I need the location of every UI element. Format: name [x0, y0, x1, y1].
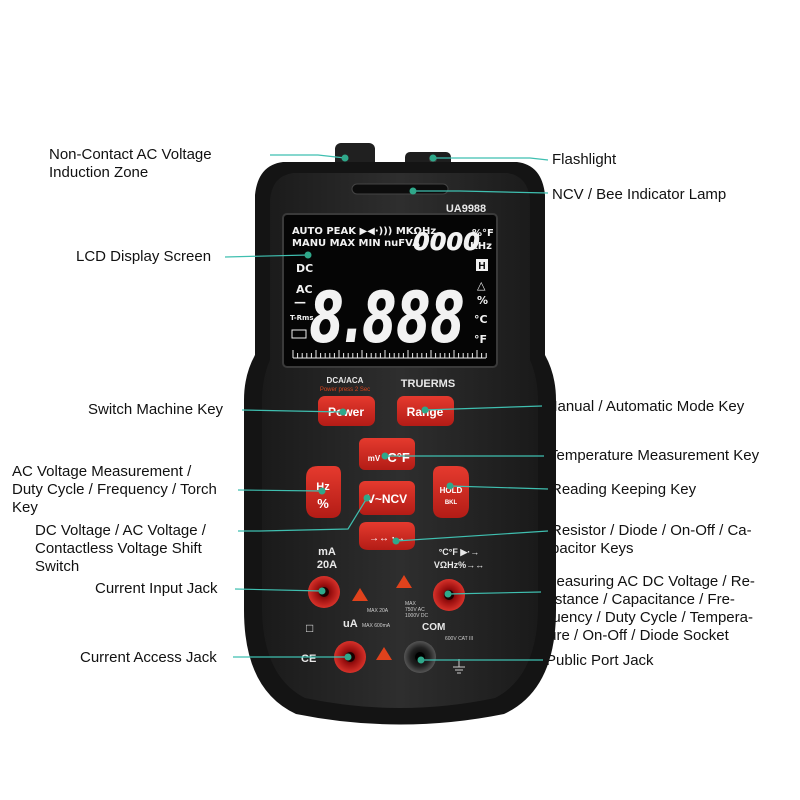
ncv-indicator-lamp [351, 183, 449, 195]
fuse-label-600ma: MAX 600mA [362, 623, 391, 629]
lcd-units-top: %°F [472, 228, 494, 239]
callout-lines [224, 154, 549, 661]
hold-button-sub: BKL [445, 500, 458, 506]
square-mark: □ [306, 621, 313, 635]
lcd-main-digits: 8.888 [310, 277, 465, 359]
lcd-celsius: °C [474, 313, 488, 326]
jack-ma-label: mA [318, 546, 336, 558]
jack-volt-top-label: °C°F ▶·→ [439, 547, 480, 557]
jack-20a-label: 20A [317, 559, 337, 571]
fuse-label-20a: MAX 20A [367, 608, 389, 614]
lcd-top-row-1: AUTO PEAK ▶◀·))) MKΩHz [292, 226, 436, 237]
temperature-button-main: °C°F [382, 450, 410, 465]
lcd-small-digits: 0000 [413, 228, 480, 256]
lcd-minus: — [294, 295, 306, 309]
warning-icon [396, 575, 412, 588]
callout-dots [304, 154, 454, 664]
label-current-input: Current Input Jack [95, 580, 218, 597]
ncv-button-label: V~NCV [367, 492, 407, 506]
label-lcd: LCD Display Screen [76, 248, 212, 265]
lcd-trms: T-Rms [290, 314, 314, 322]
lcd-screen [282, 213, 498, 368]
warning-icon [352, 588, 368, 601]
lcd-hold-box [476, 259, 488, 271]
dca-aca-label: DCA/ACA [327, 376, 364, 385]
label-dc-ac-shift: DC Voltage / AC Voltage / Contactless Vo… [35, 522, 206, 575]
jack-ua-label: uA [343, 618, 358, 630]
ncv-button[interactable]: V~NCV [359, 481, 415, 515]
label-ac-voltage: AC Voltage Measurement / Duty Cycle / Fr… [12, 463, 217, 516]
brand-label: TRUERMS [401, 378, 455, 390]
lcd-hold-h: H [478, 261, 485, 272]
label-manual-auto: Manual / Automatic Mode Key [545, 398, 745, 415]
battery-icon [291, 329, 307, 339]
ground-icon [453, 659, 465, 674]
label-switch-key: Switch Machine Key [88, 401, 224, 418]
cat-rating-label: 600V CAT III [445, 636, 473, 642]
warning-icon [376, 647, 392, 660]
temperature-button-top: mV [368, 454, 381, 463]
jack-com-label: COM [422, 622, 445, 633]
label-ncv-zone: Non-Contact AC Voltage Induction Zone [49, 146, 212, 181]
power-sub-label: Power press 2 Sec [320, 387, 370, 393]
label-reading-keep: Reading Keeping Key [551, 481, 697, 498]
lcd-fahrenheit: °F [474, 333, 487, 346]
lcd-units-khz: KHz [470, 241, 492, 252]
power-button[interactable]: Power [318, 396, 375, 426]
lcd-percent: % [477, 294, 488, 307]
lcd-bargraph [292, 350, 487, 359]
label-current-access: Current Access Jack [80, 649, 217, 666]
ce-mark: CE [301, 653, 316, 665]
lcd-ac: AC [296, 283, 313, 296]
model-label: UA9988 [446, 203, 486, 215]
hold-button-label: HOLD [440, 486, 463, 495]
label-temperature: Temperature Measurement Key [549, 447, 760, 464]
hz-button-bottom: % [317, 496, 329, 511]
label-flashlight: Flashlight [552, 151, 617, 168]
label-measuring: Measuring AC DC Voltage / Re- sistance /… [544, 573, 755, 644]
label-public-port: Public Port Jack [546, 652, 654, 669]
hold-button[interactable]: HOLD BKL [433, 466, 469, 518]
resistor-button-label: →↔ ·→ [369, 533, 405, 544]
lcd-top-row-2: MANU MAX MIN nuFVA [292, 238, 420, 249]
label-resistor: Resistor / Diode / On-Off / Ca- pacitor … [551, 522, 752, 557]
jack-volt-label: VΩHz%→↔ [434, 560, 484, 570]
lcd-dc: DC [296, 262, 313, 275]
resistor-button[interactable]: →↔ ·→ [359, 522, 415, 550]
lcd-triangle: △ [477, 279, 486, 292]
label-ncv-lamp: NCV / Bee Indicator Lamp [552, 186, 727, 203]
